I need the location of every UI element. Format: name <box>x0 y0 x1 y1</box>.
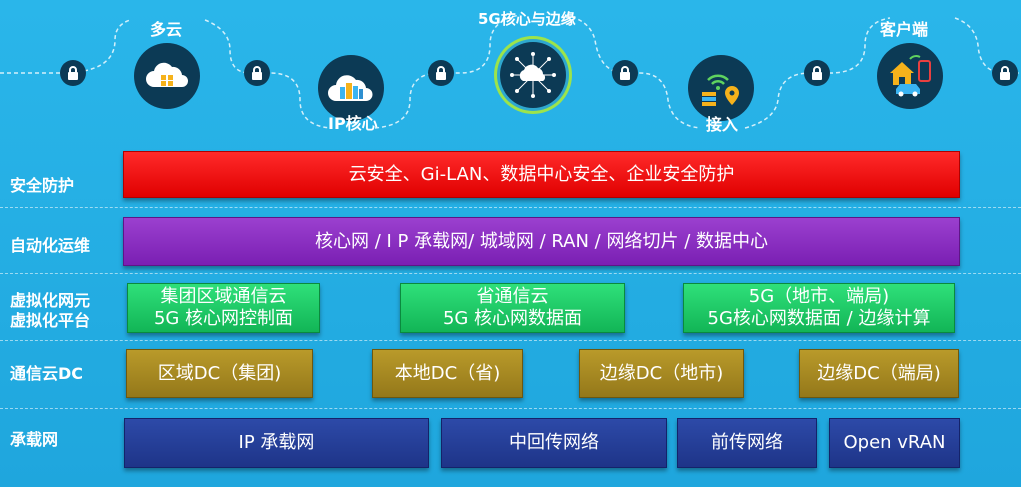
dc-box-text: 区域DC（集团) <box>157 362 282 384</box>
node-label-multi-cloud: 多云 <box>150 20 183 39</box>
row-label-dc: 通信云DC <box>10 364 84 383</box>
row-label-virtualization-line2: 虚拟化平台 <box>10 311 91 330</box>
access-wifi-location-icon <box>702 74 739 106</box>
dc-box-text: 边缘DC（地市) <box>599 362 724 384</box>
row-separator <box>0 340 1021 341</box>
node-label-access: 接入 <box>706 115 739 134</box>
node-label-client: 客户端 <box>880 20 929 39</box>
lock-icon <box>804 60 830 86</box>
row-separator <box>0 207 1021 208</box>
lock-icon <box>428 60 454 86</box>
dc-box: 边缘DC（地市) <box>579 349 744 398</box>
multi-cloud-icon <box>146 62 188 87</box>
row-label-automation: 自动化运维 <box>10 236 91 255</box>
virtualization-box-line1: 5G（地市、端局) <box>748 286 890 307</box>
automation-bar: 核心网 / I P 承载网/ 城域网 / RAN / 网络切片 / 数据中心 <box>123 217 960 266</box>
bearer-box: 中回传网络 <box>441 418 667 468</box>
bearer-box: 前传网络 <box>677 418 817 468</box>
bearer-box-text: 前传网络 <box>711 432 783 453</box>
lock-icon <box>244 60 270 86</box>
virtualization-box-line2: 5G 核心网控制面 <box>153 308 294 329</box>
automation-bar-text: 核心网 / I P 承载网/ 城域网 / RAN / 网络切片 / 数据中心 <box>315 230 768 252</box>
lock-icon <box>612 60 638 86</box>
ip-core-node <box>318 55 384 121</box>
dc-box: 本地DC（省) <box>372 349 523 398</box>
row-label-virtualization-line1: 虚拟化网元 <box>10 291 91 310</box>
virtualization-box-line2: 5G 核心网数据面 <box>442 308 583 329</box>
virtualization-box-line1: 省通信云 <box>476 286 549 307</box>
lock-icon <box>60 60 86 86</box>
row-label-virtualization: 虚拟化网元 虚拟化平台 <box>10 291 90 331</box>
row-label-security: 安全防护 <box>10 176 75 195</box>
dc-box-text: 本地DC（省) <box>394 362 501 384</box>
virtualization-box: 集团区域通信云 5G 核心网控制面 <box>127 283 320 333</box>
lock-icon <box>992 60 1018 86</box>
virtualization-box-line1: 集团区域通信云 <box>160 286 287 307</box>
access-node <box>688 55 754 121</box>
virtualization-box-line2: 5G核心网数据面 / 边缘计算 <box>707 308 931 329</box>
row-separator <box>0 273 1021 274</box>
home-car-phone-icon <box>890 55 931 97</box>
bearer-box-text: IP 承载网 <box>238 432 315 453</box>
core-edge-node <box>500 42 566 108</box>
bearer-box: Open vRAN <box>829 418 960 468</box>
node-label-ip-core: IP核心 <box>328 114 378 133</box>
bearer-box: IP 承载网 <box>124 418 429 468</box>
dc-box: 区域DC（集团) <box>126 349 313 398</box>
security-bar: 云安全、Gi-LAN、数据中心安全、企业安全防护 <box>123 151 960 198</box>
security-bar-text: 云安全、Gi-LAN、数据中心安全、企业安全防护 <box>348 163 735 185</box>
bearer-box-text: Open vRAN <box>843 432 946 453</box>
node-label-core-edge: 5G核心与边缘 <box>478 10 576 28</box>
multi-cloud-node <box>134 43 200 109</box>
cloud-datacenter-icon <box>328 75 373 101</box>
dc-box: 边缘DC（端局) <box>799 349 959 398</box>
cloud-hub-icon <box>510 52 556 98</box>
row-label-bearer: 承载网 <box>10 430 59 449</box>
row-separator <box>0 408 1021 409</box>
virtualization-box: 5G（地市、端局) 5G核心网数据面 / 边缘计算 <box>683 283 955 333</box>
virtualization-box: 省通信云 5G 核心网数据面 <box>400 283 625 333</box>
bearer-box-text: 中回传网络 <box>509 432 599 453</box>
dc-box-text: 边缘DC（端局) <box>817 362 941 384</box>
client-node <box>877 43 943 109</box>
